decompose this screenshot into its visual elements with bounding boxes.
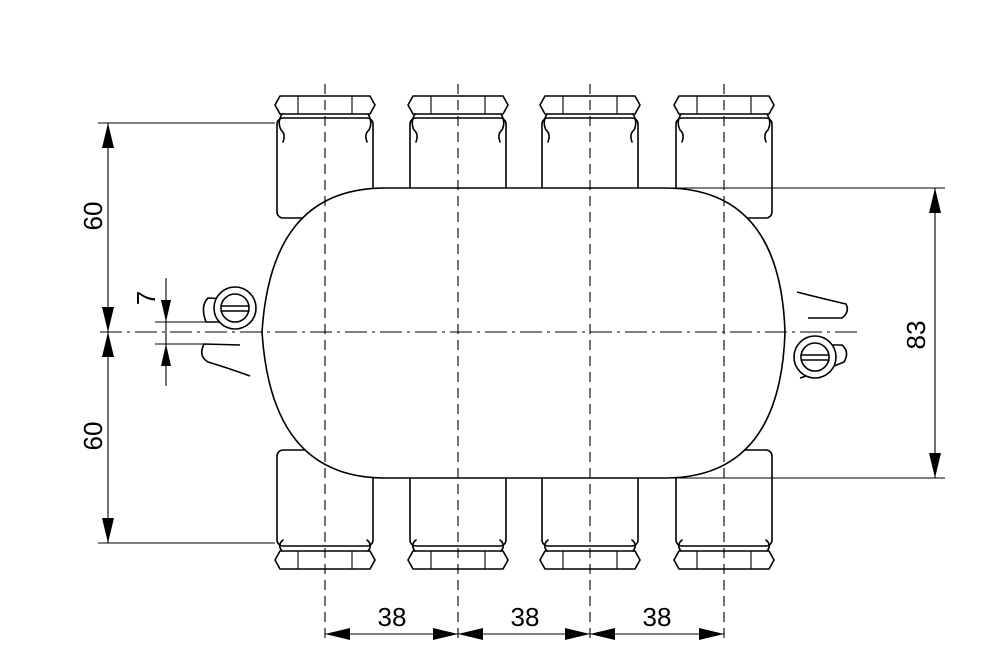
dimension-pitch-2: 38 — [511, 602, 540, 632]
bottom-fitting-1 — [274, 449, 376, 570]
dimension-bottom-height: 60 — [78, 422, 108, 451]
right-dimension: 83 — [665, 187, 945, 479]
offset-dimension: 7 — [131, 278, 212, 386]
bottom-dimensions: 38 38 38 — [325, 602, 724, 640]
bottom-fittings — [274, 449, 775, 570]
center-lines — [100, 84, 858, 640]
dimension-offset: 7 — [131, 291, 161, 305]
bottom-fitting-2 — [407, 449, 509, 570]
right-screw-assembly — [793, 291, 849, 379]
left-dimensions: 60 60 — [78, 122, 275, 544]
left-screw-assembly — [200, 286, 257, 377]
dimension-pitch-3: 38 — [643, 602, 672, 632]
dimension-body-height: 83 — [901, 321, 931, 350]
oval-body — [261, 187, 786, 479]
dimension-top-height: 60 — [78, 202, 108, 231]
dimension-pitch-1: 38 — [378, 602, 407, 632]
